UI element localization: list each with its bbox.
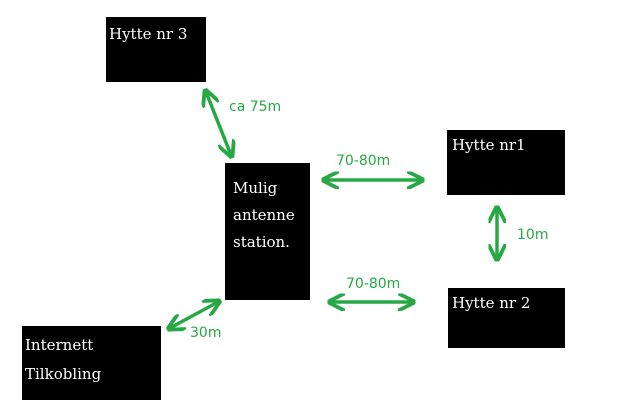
- node-hytte-1-label: Hytte nr1: [452, 136, 526, 154]
- distance-antenne-hytte1: 70-80m: [336, 153, 391, 169]
- node-internett-tilkobling: Internett Tilkobling: [22, 326, 161, 400]
- node-internett-line-1: Internett: [25, 336, 94, 354]
- node-internett-line-2: Tilkobling: [25, 365, 102, 383]
- node-antenne-line-3: station.: [233, 233, 290, 251]
- arrow-hytte3-antenne: [206, 92, 231, 155]
- node-hytte-1: Hytte nr1: [447, 130, 565, 195]
- distance-hytte1-hytte2: 10m: [517, 227, 549, 243]
- node-antenne-line-1: Mulig: [233, 179, 278, 197]
- node-hytte-3: Hytte nr 3: [106, 17, 206, 82]
- distance-hytte3-antenne: ca 75m: [229, 99, 282, 115]
- node-antenne-station: Mulig antenne station.: [225, 163, 310, 300]
- distance-antenne-hytte2: 70-80m: [346, 276, 401, 292]
- node-hytte-2: Hytte nr 2: [448, 288, 565, 348]
- node-antenne-line-2: antenne: [233, 206, 295, 224]
- node-hytte-2-label: Hytte nr 2: [452, 294, 531, 312]
- distance-internett-antenne: 30m: [190, 325, 222, 341]
- arrow-internett-antenne: [170, 302, 218, 328]
- node-hytte-3-label: Hytte nr 3: [109, 25, 188, 43]
